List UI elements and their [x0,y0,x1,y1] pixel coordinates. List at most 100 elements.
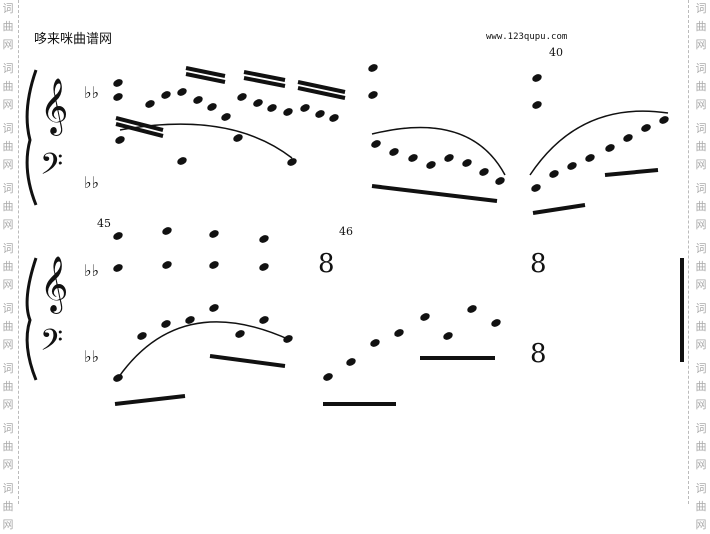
note-head [479,168,489,176]
note-head [177,88,187,96]
beams [114,66,659,406]
treble-clef-icon: 𝄞 [40,256,68,314]
note-head [235,330,245,338]
watermark-char: 网 [2,38,14,51]
brace [25,257,38,381]
note-head [371,140,381,148]
watermark-char: 曲 [2,440,14,453]
watermark-char: 词 [695,122,707,135]
slur [529,110,669,176]
note-head [287,158,297,166]
watermark-char: 曲 [2,140,14,153]
chord-glyph: 8 [530,249,547,279]
note-head [623,134,633,142]
watermark-char: 曲 [695,320,707,333]
note-head [394,329,404,337]
note-head [113,79,123,87]
slur [119,123,293,159]
note-head [177,157,187,165]
watermark-char: 网 [695,458,707,471]
site-url[interactable]: www.123qupu.com [486,32,568,42]
watermark-char: 网 [2,278,14,291]
watermark-char: 网 [695,158,707,171]
watermark-char: 曲 [695,20,707,33]
note-head [161,320,171,328]
watermark-char: 词 [2,2,14,15]
watermark-char: 网 [2,458,14,471]
watermark-char: 网 [695,218,707,231]
watermark-char: 词 [695,482,707,495]
note-head [329,114,339,122]
note-head [113,232,123,240]
note-head [113,93,123,101]
note-head [567,162,577,170]
watermark-char: 网 [695,338,707,351]
system-1: 𝄞 𝄢 ♭♭ ♭♭ [25,66,669,406]
measure-number: 40 [548,46,564,59]
watermark-char: 词 [695,2,707,15]
measure-number: 46 [338,225,354,238]
watermark-char: 词 [695,362,707,375]
key-signature-flats: ♭♭ [84,347,99,366]
note-head [549,170,559,178]
note-head [162,261,172,269]
chord-glyph: 8 [530,339,547,369]
key-signature-flats: ♭♭ [84,261,99,280]
note-head [443,332,453,340]
watermark-char: 网 [695,98,707,111]
note-head [221,113,231,121]
note-head [145,100,155,108]
note-head [408,154,418,162]
note-head [346,358,356,366]
watermark-char: 网 [2,518,14,531]
note-head [237,93,247,101]
note-head [300,104,310,112]
watermark-char: 词 [695,182,707,195]
note-head [253,99,263,107]
left-watermark-strip: 词曲网词曲网词曲网词曲网词曲网词曲网词曲网词曲网词曲网 [0,0,19,531]
note-head [641,124,651,132]
note-head [207,103,217,111]
watermark-char: 词 [2,242,14,255]
slur [117,321,291,379]
note-head [209,230,219,238]
note-head [323,373,333,381]
key-signature-flats: ♭♭ [84,173,99,192]
bass-clef-icon: 𝄢 [40,324,63,365]
watermark-char: 曲 [2,200,14,213]
note-head [467,305,477,313]
note-head [259,316,269,324]
key-signature-flats: ♭♭ [84,83,99,102]
note-head [193,96,203,104]
watermark-char: 词 [2,182,14,195]
watermark-char: 网 [2,98,14,111]
treble-clef-icon: 𝄞 [40,78,68,136]
watermark-char: 词 [2,362,14,375]
note-head [495,177,505,185]
watermark-char: 词 [695,422,707,435]
watermark-char: 曲 [695,140,707,153]
note-head [585,154,595,162]
note-head [162,227,172,235]
watermark-char: 词 [2,482,14,495]
watermark-char: 网 [695,278,707,291]
brace [25,69,38,206]
note-head [659,116,669,124]
note-head [233,134,243,142]
watermark-char: 曲 [695,440,707,453]
note-head [137,332,147,340]
watermark-char: 曲 [695,260,707,273]
watermark-char: 网 [695,38,707,51]
note-head [259,235,269,243]
note-head [209,261,219,269]
note-head [209,304,219,312]
watermark-char: 曲 [695,80,707,93]
note-head [605,144,615,152]
bass-clef-icon: 𝄢 [40,148,63,189]
slur [371,126,506,176]
note-head [113,374,123,382]
watermark-char: 曲 [695,200,707,213]
watermark-char: 网 [2,158,14,171]
watermark-char: 网 [695,518,707,531]
note-head [267,104,277,112]
